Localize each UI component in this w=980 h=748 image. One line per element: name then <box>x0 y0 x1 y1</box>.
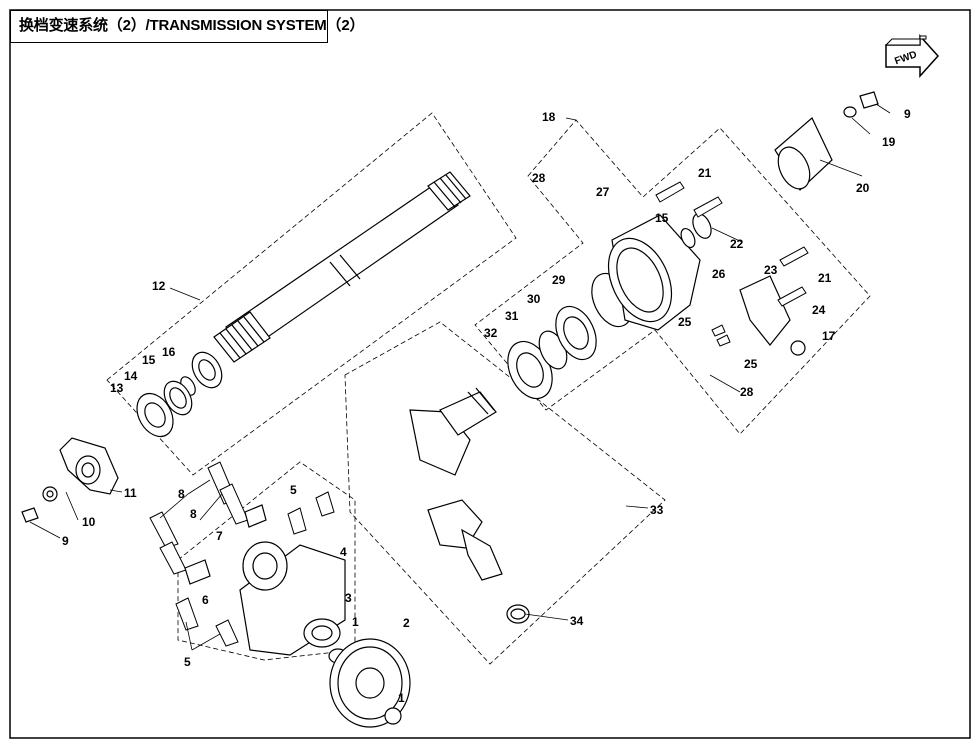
part-label-3: 3 <box>345 591 352 605</box>
part-label-7: 7 <box>216 529 223 543</box>
group-outline-33 <box>344 321 666 665</box>
part-label-8: 8 <box>178 487 185 501</box>
part-label-29: 29 <box>552 273 566 287</box>
part-label-24: 24 <box>812 303 826 317</box>
part-label-20: 20 <box>856 181 870 195</box>
part-label-15: 15 <box>142 353 156 367</box>
part-label-10: 10 <box>82 515 96 529</box>
group-outline-12 <box>106 112 517 476</box>
part-label-21: 21 <box>698 166 712 180</box>
part-label-25: 25 <box>678 315 692 329</box>
part-label-22: 22 <box>730 237 744 251</box>
part-label-30: 30 <box>527 292 541 306</box>
part-label-19: 19 <box>882 135 896 149</box>
lower-housing <box>184 504 411 728</box>
part-label-9: 9 <box>62 534 69 548</box>
bolts <box>149 181 809 647</box>
forward-arrow-icon: FWD <box>884 34 940 78</box>
part-label-27: 27 <box>596 185 610 199</box>
page-title: 换档变速系统（2）/TRANSMISSION SYSTEM（2） <box>10 10 365 43</box>
part-label-25: 25 <box>744 357 758 371</box>
part-label-11: 11 <box>124 486 137 500</box>
part-label-15: 15 <box>655 211 669 225</box>
bevel-gears <box>409 387 530 624</box>
part-label-9: 9 <box>904 107 911 121</box>
part-label-8: 8 <box>190 507 197 521</box>
part-label-1: 1 <box>398 691 405 705</box>
part-label-21: 21 <box>818 271 832 285</box>
part-label-32: 32 <box>484 326 498 340</box>
part-label-31: 31 <box>505 309 519 323</box>
part-label-1: 1 <box>352 615 359 629</box>
part-label-12: 12 <box>152 279 166 293</box>
part-label-28: 28 <box>532 171 546 185</box>
part-label-17: 17 <box>822 329 836 343</box>
part-label-23: 23 <box>764 263 778 277</box>
leader-lines <box>29 103 891 651</box>
part-label-6: 6 <box>202 593 209 607</box>
part-label-2: 2 <box>403 616 410 630</box>
part-label-5: 5 <box>290 483 297 497</box>
group-outlines <box>106 112 871 665</box>
part-label-5: 5 <box>184 655 191 669</box>
gear-housing <box>607 91 879 356</box>
part-labels: 1 1 2 3 4 5 5 6 7 8 8 9 9 10 11 12 13 14… <box>62 107 911 705</box>
part-label-33: 33 <box>650 503 664 517</box>
left-bearings <box>136 351 223 438</box>
group-outline-housing <box>177 461 356 661</box>
part-label-13: 13 <box>110 381 124 395</box>
output-flange <box>21 437 119 523</box>
main-shaft <box>213 171 471 363</box>
part-label-28: 28 <box>740 385 754 399</box>
part-label-14: 14 <box>124 369 138 383</box>
part-label-16: 16 <box>162 345 176 359</box>
part-label-26: 26 <box>712 267 726 281</box>
part-label-4: 4 <box>340 545 347 559</box>
part-label-18: 18 <box>542 110 556 124</box>
part-label-34: 34 <box>570 614 584 628</box>
page-border <box>9 9 971 739</box>
